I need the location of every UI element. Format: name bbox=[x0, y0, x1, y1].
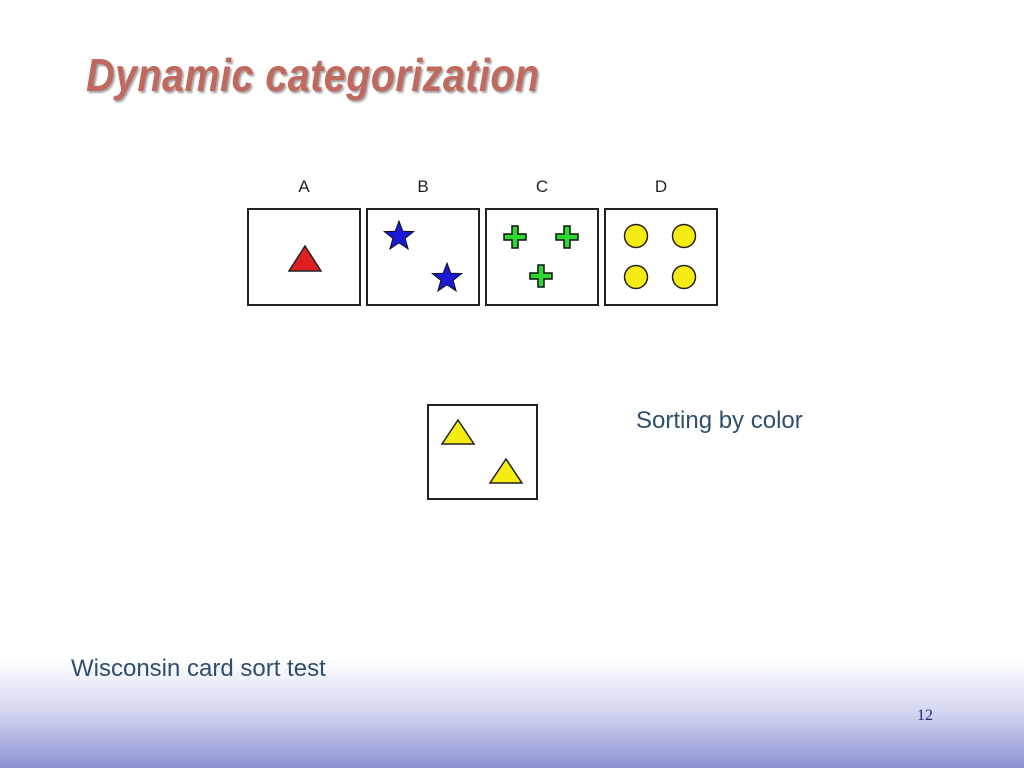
card-c bbox=[485, 208, 599, 306]
triangle-icon bbox=[287, 244, 323, 272]
card-label-c: C bbox=[535, 177, 549, 196]
sort-caption: Sorting by color bbox=[636, 407, 803, 434]
circle-icon bbox=[671, 223, 697, 249]
card-d bbox=[604, 208, 718, 306]
card-label-a: A bbox=[298, 177, 310, 196]
triangle-icon bbox=[488, 457, 524, 484]
cross-icon bbox=[503, 225, 527, 249]
star-icon bbox=[382, 219, 416, 251]
response-card bbox=[427, 404, 538, 500]
card-label-b: B bbox=[417, 177, 429, 196]
card-a bbox=[247, 208, 361, 306]
card-b bbox=[366, 208, 480, 306]
footer-gradient bbox=[0, 660, 1024, 768]
test-caption: Wisconsin card sort test bbox=[71, 655, 326, 682]
cross-icon bbox=[555, 225, 579, 249]
cross-icon bbox=[529, 264, 553, 288]
circle-icon bbox=[623, 264, 649, 290]
triangle-icon bbox=[440, 418, 476, 445]
star-icon bbox=[430, 261, 464, 293]
card-label-d: D bbox=[654, 177, 668, 196]
circle-icon bbox=[623, 223, 649, 249]
page-number: 12 bbox=[917, 707, 933, 724]
slide-title: Dynamic categorization bbox=[86, 49, 540, 101]
circle-icon bbox=[671, 264, 697, 290]
